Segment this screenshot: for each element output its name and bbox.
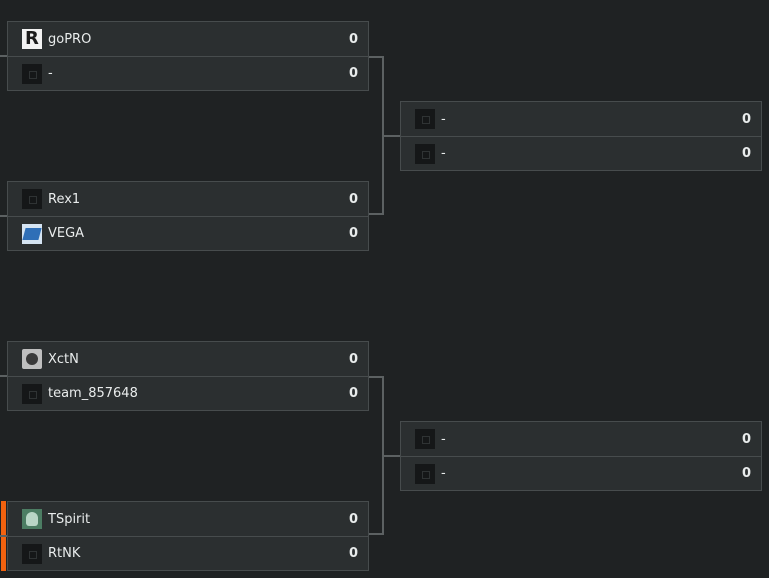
- team-name: TSpirit: [48, 511, 91, 527]
- team-score: 0: [348, 546, 358, 561]
- match-r1-4[interactable]: TSpirit 0 RtNK 0: [1, 501, 369, 571]
- team-name: Rex1: [48, 191, 81, 207]
- team-name: -: [441, 466, 446, 481]
- placeholder-logo-icon: [22, 63, 42, 84]
- team-slot[interactable]: Rex1 0: [8, 182, 368, 216]
- team-name: -: [441, 111, 446, 127]
- connector-line: [369, 213, 383, 215]
- connector-line: [383, 135, 400, 137]
- connector-line: [369, 533, 383, 535]
- placeholder-logo-icon: [22, 383, 42, 404]
- match-r1-2[interactable]: Rex1 0 VEGA 0: [7, 181, 369, 251]
- team-score: 0: [741, 431, 751, 447]
- team-slot[interactable]: TSpirit 0: [8, 502, 368, 536]
- placeholder-logo-icon: [415, 143, 435, 164]
- team-name: team_857648: [48, 386, 138, 401]
- team-name: XctN: [48, 351, 79, 367]
- team-score: 0: [348, 226, 358, 241]
- match-r1-3[interactable]: XctN 0 team_857648 0: [7, 341, 369, 411]
- connector-line: [0, 535, 7, 537]
- match-r2-2[interactable]: - 0 - 0: [400, 421, 762, 491]
- team-slot[interactable]: RtNK 0: [8, 536, 368, 570]
- connector-line: [0, 215, 7, 217]
- team-logo-icon: [22, 349, 42, 369]
- connector-line: [369, 376, 383, 378]
- team-score: 0: [741, 111, 751, 127]
- team-name: -: [441, 431, 446, 447]
- team-slot[interactable]: - 0: [401, 456, 761, 490]
- connector-line: [369, 56, 383, 58]
- team-slot[interactable]: goPRO 0: [8, 22, 368, 56]
- team-logo-icon: [22, 509, 42, 529]
- placeholder-logo-icon: [22, 543, 42, 564]
- team-logo-icon: [22, 223, 42, 244]
- connector-line: [383, 455, 400, 457]
- match-r2-1[interactable]: - 0 - 0: [400, 101, 762, 171]
- team-score: 0: [348, 191, 358, 207]
- team-score: 0: [741, 466, 751, 481]
- team-name: goPRO: [48, 31, 92, 47]
- team-name: -: [48, 66, 53, 81]
- team-score: 0: [741, 146, 751, 161]
- placeholder-logo-icon: [415, 109, 435, 129]
- connector-line: [0, 375, 7, 377]
- team-slot[interactable]: - 0: [401, 136, 761, 170]
- connector-line: [0, 55, 7, 57]
- team-score: 0: [348, 386, 358, 401]
- team-slot[interactable]: team_857648 0: [8, 376, 368, 410]
- team-name: -: [441, 146, 446, 161]
- placeholder-logo-icon: [415, 463, 435, 484]
- team-score: 0: [348, 511, 358, 527]
- team-score: 0: [348, 66, 358, 81]
- match-r1-1[interactable]: goPRO 0 - 0: [7, 21, 369, 91]
- placeholder-logo-icon: [415, 429, 435, 449]
- team-name: RtNK: [48, 546, 81, 561]
- team-slot[interactable]: - 0: [8, 56, 368, 90]
- team-name: VEGA: [48, 226, 85, 241]
- team-logo-icon: [22, 29, 42, 49]
- team-slot[interactable]: - 0: [401, 422, 761, 456]
- team-score: 0: [348, 351, 358, 367]
- team-slot[interactable]: VEGA 0: [8, 216, 368, 250]
- team-score: 0: [348, 31, 358, 47]
- team-slot[interactable]: - 0: [401, 102, 761, 136]
- team-slot[interactable]: XctN 0: [8, 342, 368, 376]
- placeholder-logo-icon: [22, 189, 42, 209]
